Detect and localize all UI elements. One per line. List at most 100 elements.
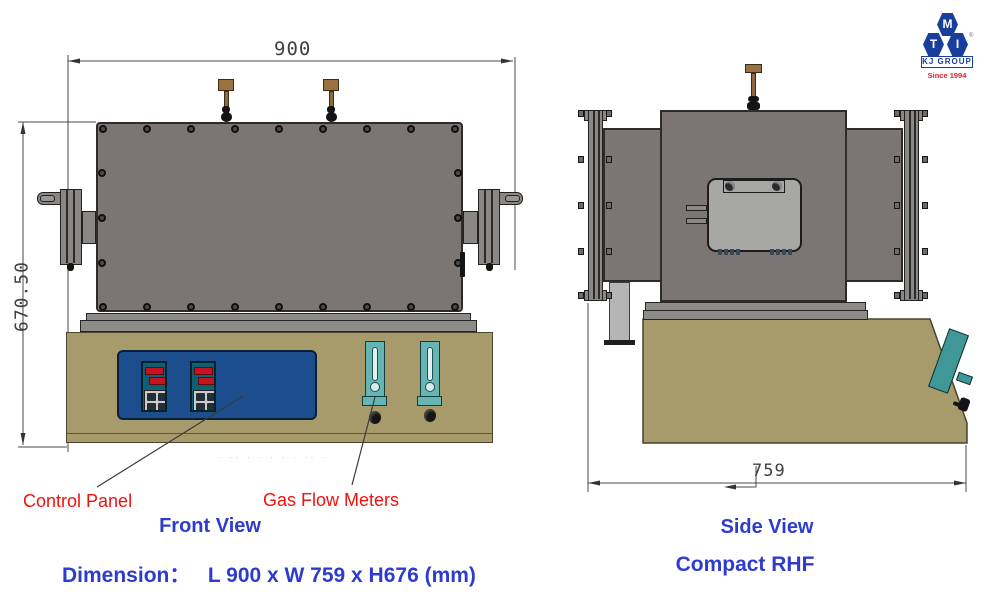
plate-foot [723, 249, 729, 255]
flange-nub-icon [578, 156, 584, 163]
bolt-icon [99, 125, 107, 133]
front-valve-right-lower [326, 112, 337, 122]
flange-plate-line [491, 190, 493, 263]
dimension-caption: Dimension： L 900 x W 759 x H676 (mm) [62, 564, 476, 587]
controller-key[interactable] [196, 403, 205, 410]
flange-nub-icon [578, 248, 584, 255]
flange-nub-icon [922, 202, 928, 209]
controller-key[interactable] [147, 403, 156, 410]
bolt-icon [275, 125, 283, 133]
dim-670-arrow-bottom [20, 433, 26, 445]
controller-key[interactable] [147, 393, 156, 401]
flange-plate-line [484, 190, 486, 263]
plate-foot [770, 249, 775, 255]
flange-nub-icon [894, 156, 900, 163]
controller-key[interactable] [158, 403, 165, 410]
side-wall-left [603, 128, 662, 282]
controller-display-lower [149, 377, 165, 385]
gas-flow-meters-label: Gas Flow Meters [263, 490, 400, 510]
dim-900-text: 900 [274, 38, 312, 60]
controller-key[interactable] [207, 403, 214, 410]
bolt-icon [187, 303, 195, 311]
since-label: Since 1994 [927, 71, 967, 80]
bolt-icon [407, 303, 415, 311]
plate-screw-right [772, 181, 782, 191]
flange-nub-icon [606, 292, 612, 299]
flange-nub-icon [894, 202, 900, 209]
gas-flow-meter-1[interactable] [365, 341, 385, 397]
drain-chute [928, 328, 969, 394]
front-valve-left-upper [222, 106, 230, 113]
front-pedestal-lower [80, 320, 477, 332]
dim-759-text: 759 [752, 461, 786, 481]
gas-flow-meter-1-base [362, 396, 387, 406]
flange-plate-line [66, 190, 68, 263]
side-view-caption: Side View [720, 516, 814, 538]
temperature-controller-1[interactable] [141, 361, 167, 412]
flange-nub-icon [578, 202, 584, 209]
front-view-caption: Front View [159, 515, 261, 537]
left-flange-plate [60, 189, 82, 265]
logo-hex-i: I [947, 33, 968, 56]
logo-hex-m: M [937, 13, 958, 36]
flange-nub-icon [606, 248, 612, 255]
side-left-flange-plate [588, 110, 603, 301]
bolt-icon [98, 169, 106, 177]
controller-keypad[interactable] [193, 390, 214, 410]
front-valve-left-lower [221, 112, 232, 122]
dim-759-leader-arrow [724, 484, 736, 490]
flow-valve-dial[interactable] [370, 382, 380, 392]
plate-screw-left [725, 181, 735, 191]
base-seam-line [67, 433, 492, 434]
side-leg-foot [604, 340, 635, 345]
flange-nub-icon [578, 110, 584, 117]
dim-670-text: 670.50 [11, 260, 33, 333]
left-clamp-grip [40, 195, 55, 202]
bolt-icon [454, 214, 462, 222]
flange-nub-icon [606, 110, 612, 117]
bolt-icon [187, 125, 195, 133]
plate-foot [781, 249, 787, 255]
gas-valve-knob-1[interactable] [369, 411, 381, 424]
gas-flow-meter-2[interactable] [420, 341, 440, 397]
plate-latch-bar [723, 180, 785, 193]
faint-watermark-remnant: · ·· · · · · · ·· · [218, 452, 328, 462]
plate-prong-lower [686, 218, 707, 224]
bolt-icon [143, 125, 151, 133]
registered-mark: ® [969, 33, 974, 39]
bolt-icon [231, 125, 239, 133]
dim-759-arrow-left [588, 480, 600, 486]
bolt-icon [99, 303, 107, 311]
right-clamp-grip [505, 195, 520, 202]
model-caption: Compact RHF [675, 553, 815, 576]
right-flange-tube [463, 211, 478, 244]
gas-valve-knob-2[interactable] [424, 409, 436, 422]
side-pedestal-lower [643, 310, 868, 320]
side-right-flange-plate [904, 110, 919, 301]
flow-tube [372, 347, 378, 381]
flow-tube [427, 347, 433, 381]
controller-key[interactable] [196, 393, 205, 401]
bolt-icon [319, 125, 327, 133]
flow-valve-dial[interactable] [425, 382, 435, 392]
plate-foot [718, 249, 723, 255]
controller-key[interactable] [207, 393, 214, 401]
temperature-controller-2[interactable] [190, 361, 216, 412]
plate-foot [787, 249, 792, 255]
side-wall-right [845, 128, 903, 282]
flange-nub-icon [606, 156, 612, 163]
bolt-icon [363, 125, 371, 133]
mti-logo: M T I ® KJ GROUP Since 1994 [915, 6, 979, 82]
controller-display-lower [198, 377, 214, 385]
front-valve-right-upper [327, 106, 335, 113]
bolt-icon [319, 303, 327, 311]
plate-feet-right [770, 249, 792, 255]
dim-759-arrow-right [954, 480, 966, 486]
front-knob-cap-left [218, 79, 234, 91]
right-flange-bolt [486, 263, 493, 271]
drain-chute-tab [955, 371, 974, 386]
controller-key[interactable] [158, 393, 165, 401]
controller-keypad[interactable] [144, 390, 165, 410]
thermocouple-tab [460, 252, 465, 277]
gas-flow-meter-2-base [417, 396, 442, 406]
